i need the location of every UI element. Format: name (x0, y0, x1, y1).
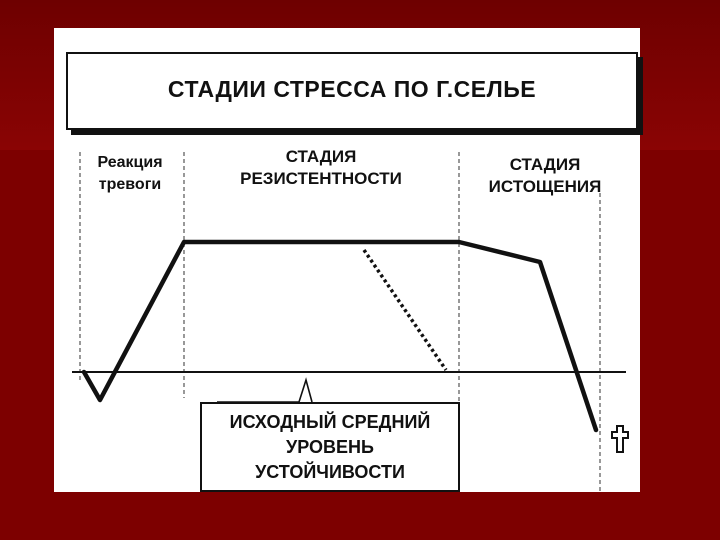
stage-exhaustion-label: СТАДИЯ ИСТОЩЕНИЯ (488, 155, 602, 196)
callout-pointer (217, 377, 313, 403)
page-title: СТАДИИ СТРЕССА ПО Г.СЕЛЬЕ (167, 76, 537, 102)
stage-resistance-label: СТАДИЯ РЕЗИСТЕНТНОСТИ (240, 147, 402, 188)
dotted-curve (362, 249, 448, 371)
cross-icon (611, 425, 629, 453)
slide: СТАДИИ СТРЕССА ПО Г.СЕЛЬЕ Реакция тревог… (54, 28, 640, 492)
baseline-label: ИСХОДНЫЙ СРЕДНИЙ УРОВЕНЬ УСТОЙЧИВОСТИ (229, 412, 431, 482)
baseline-callout: ИСХОДНЫЙ СРЕДНИЙ УРОВЕНЬ УСТОЙЧИВОСТИ (200, 402, 460, 492)
stress-curve (81, 239, 599, 433)
stage-alarm-label: Реакция тревоги (97, 154, 163, 193)
stress-diagram (72, 152, 626, 492)
title-box: СТАДИИ СТРЕССА ПО Г.СЕЛЬЕ (66, 52, 638, 130)
